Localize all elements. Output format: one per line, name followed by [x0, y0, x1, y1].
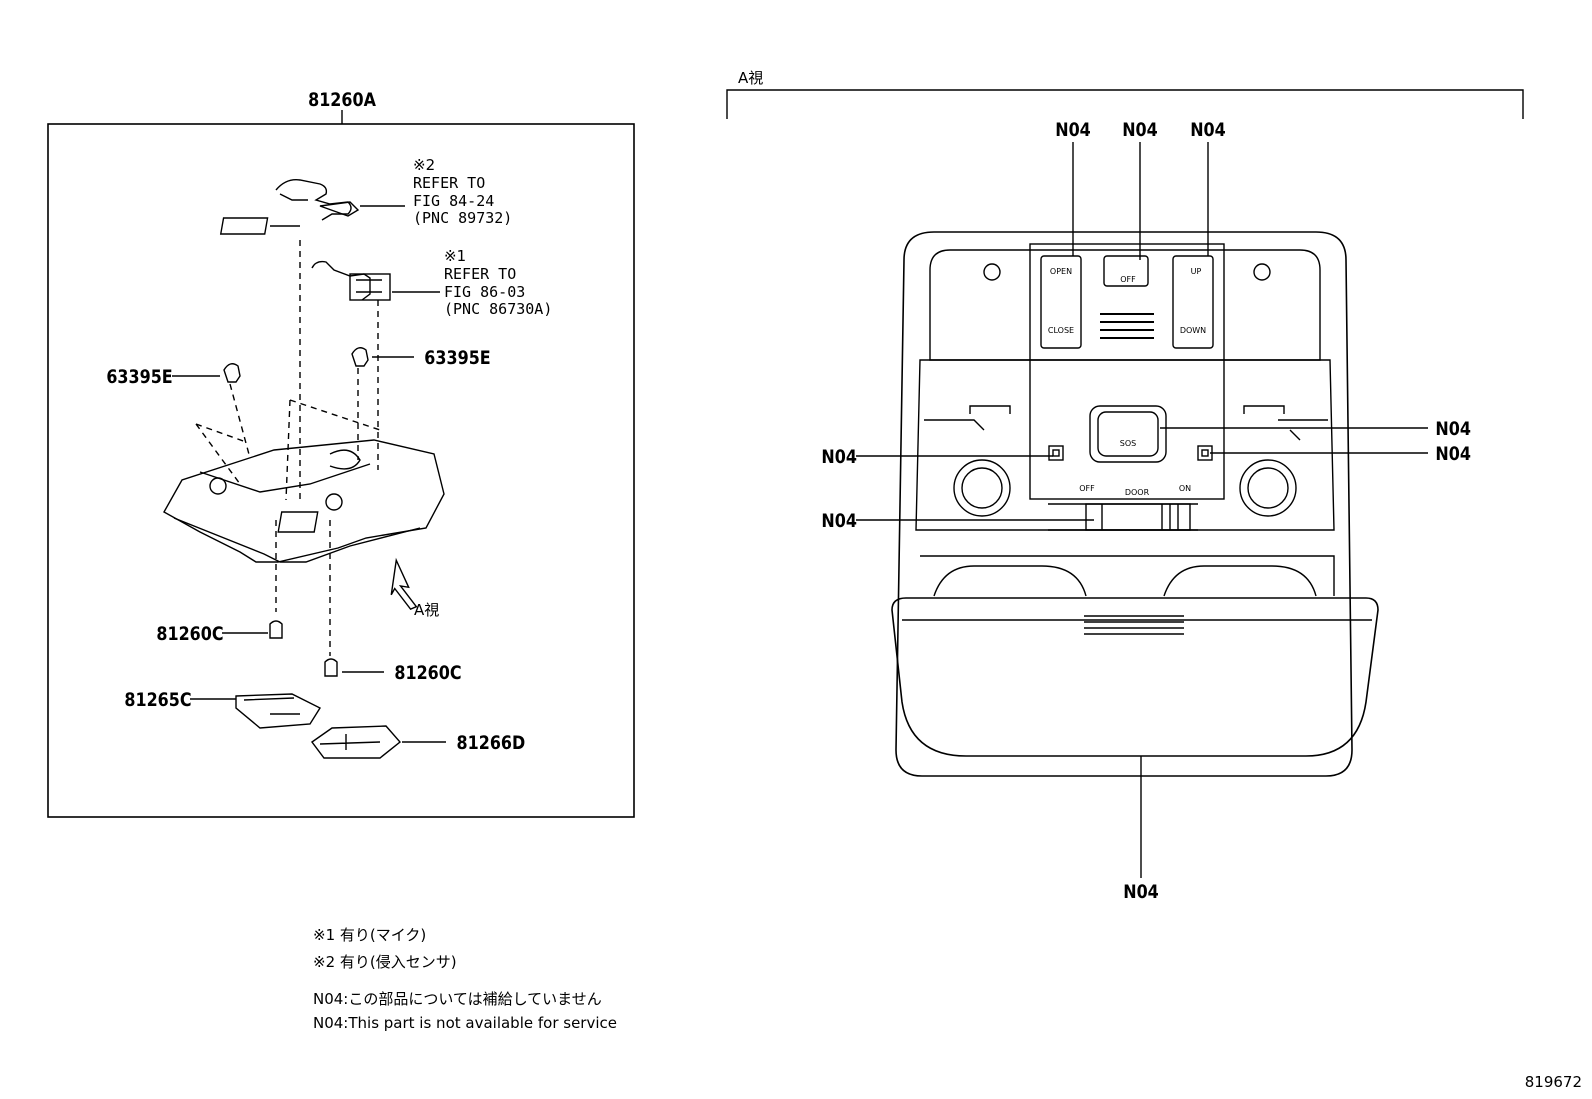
lens-right-drawing [311, 725, 446, 759]
n04-label-sensor-off: N04 [1122, 120, 1158, 142]
svg-text:(PNC 89732): (PNC 89732) [413, 209, 512, 227]
n04-label-right-sensor: N04 [1435, 444, 1471, 466]
svg-text:CLOSE: CLOSE [1048, 326, 1074, 335]
image-number: 819672 [1524, 1073, 1582, 1091]
lens-right-label: 81266D [457, 733, 526, 755]
bulb-left-drawing [222, 620, 283, 639]
right-panel: A視 OPEN CLOSE OFF UP DOWN [726, 69, 1524, 904]
clip-left-label: 63395E [106, 367, 172, 389]
svg-text:DOWN: DOWN [1180, 326, 1206, 335]
assembly-guide-lines [195, 240, 381, 656]
note-1: ※1 有り(マイク) [313, 926, 427, 944]
svg-text:REFER TO: REFER TO [413, 174, 485, 192]
lens-left-drawing [190, 693, 322, 729]
n04-label-lamp-switch: N04 [821, 511, 857, 533]
n04-note-english: N04:This part is not available for servi… [313, 1014, 617, 1032]
n04-label-open-close: N04 [1055, 120, 1091, 142]
up-down-switch [1172, 255, 1214, 349]
svg-text:UP: UP [1191, 267, 1202, 276]
bulb-left-label: 81260C [156, 624, 223, 646]
svg-text:OPEN: OPEN [1050, 267, 1072, 276]
lamp-housing-drawing [163, 439, 445, 563]
view-arrow [390, 557, 418, 611]
view-bracket [726, 89, 1524, 119]
left-panel: 81260A ※2 REFER TO FIG 84-24 (PNC 89732)… [47, 90, 635, 818]
svg-text:OFF: OFF [1120, 275, 1136, 284]
n04-note-japanese: N04:この部品については補給していません [313, 990, 602, 1008]
svg-text:ON: ON [1179, 484, 1191, 493]
view-arrow-label: A視 [414, 601, 439, 619]
refer-note-2: ※2 REFER TO FIG 84-24 (PNC 89732) [413, 156, 512, 227]
svg-text:(PNC 86730A): (PNC 86730A) [444, 300, 552, 318]
clip-right-drawing [351, 347, 414, 367]
assembly-frame [47, 123, 635, 818]
bulb-right-label: 81260C [394, 663, 461, 685]
n04-leader-lines [856, 142, 1428, 878]
svg-text:REFER TO: REFER TO [444, 265, 516, 283]
svg-text:※1: ※1 [444, 247, 466, 265]
n04-label-sos: N04 [1435, 419, 1471, 441]
sensor-off-switch [1103, 255, 1149, 287]
overhead-console-drawing: OPEN CLOSE OFF UP DOWN SOS OFF DOOR ON [891, 231, 1379, 777]
svg-text:FIG 86-03: FIG 86-03 [444, 283, 525, 301]
svg-text:※2: ※2 [413, 156, 435, 174]
n04-label-sunglass-box: N04 [1123, 882, 1159, 904]
sunglass-box-lid [891, 597, 1379, 757]
n04-label-left-sensor: N04 [821, 447, 857, 469]
lens-left-label: 81265C [124, 690, 191, 712]
clip-left-drawing [172, 363, 241, 383]
bulb-right-drawing [324, 658, 384, 677]
open-close-switch [1040, 255, 1082, 349]
sos-button [1089, 405, 1167, 463]
note-2: ※2 有り(侵入センサ) [313, 953, 457, 971]
clip-right-label: 63395E [424, 348, 490, 370]
lamp-slide-switch [1085, 503, 1191, 531]
n04-labels: N04 N04 N04 N04 N04 N04 N04 N04 [821, 120, 1471, 904]
view-label: A視 [738, 69, 763, 87]
n04-label-up-down: N04 [1190, 120, 1226, 142]
svg-text:OFF: OFF [1079, 484, 1095, 493]
svg-text:DOOR: DOOR [1125, 488, 1150, 497]
sensor-harness-drawing [219, 179, 405, 235]
svg-text:SOS: SOS [1120, 439, 1136, 448]
assembly-part-label: 81260A [308, 90, 376, 112]
microphone-harness-drawing [311, 260, 440, 301]
refer-note-1: ※1 REFER TO FIG 86-03 (PNC 86730A) [444, 247, 552, 318]
svg-text:FIG 84-24: FIG 84-24 [413, 192, 494, 210]
